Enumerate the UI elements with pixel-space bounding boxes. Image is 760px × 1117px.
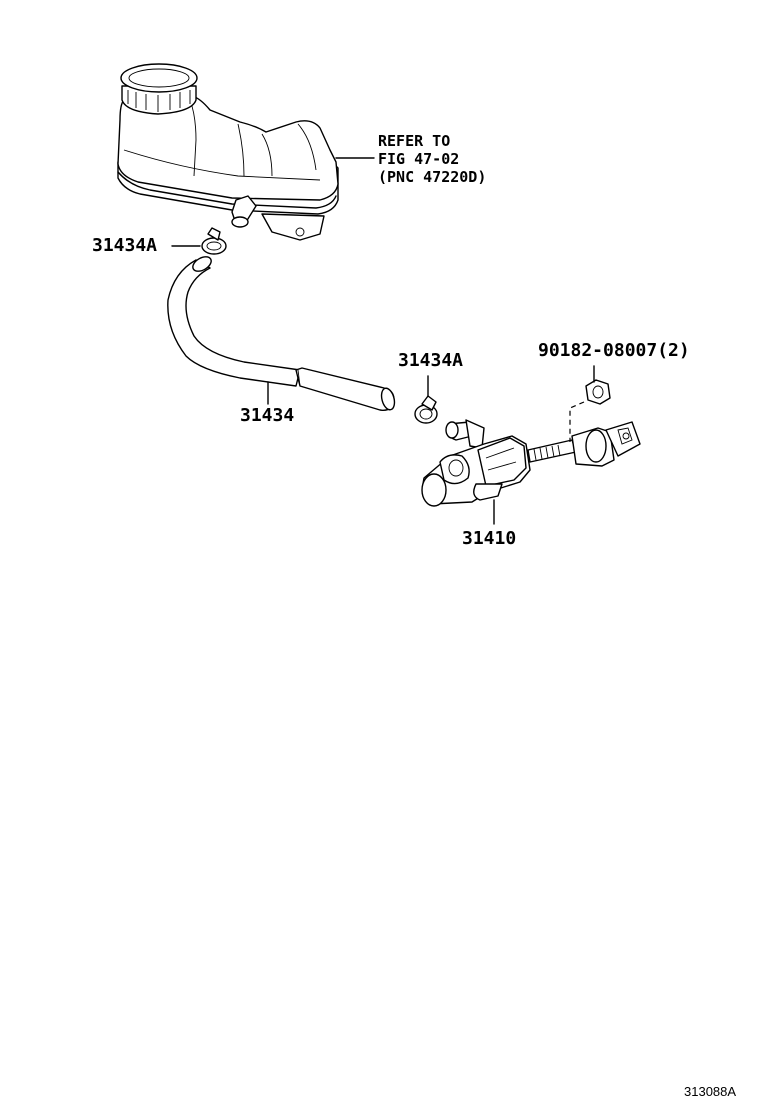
label-hose: 31434 bbox=[240, 405, 295, 426]
reference-note-line3: (PNC 47220D) bbox=[378, 168, 487, 186]
illustration-id: 313088A bbox=[684, 1084, 737, 1099]
label-clamp-upper: 31434A bbox=[92, 235, 158, 256]
hose bbox=[167, 256, 396, 411]
clutch-master-cylinder bbox=[421, 419, 641, 525]
nut bbox=[569, 365, 611, 442]
lower-clamp bbox=[414, 375, 438, 424]
upper-clamp bbox=[171, 227, 227, 255]
reference-note-line1: REFER TO bbox=[378, 132, 451, 150]
label-nut: 90182-08007(2) bbox=[538, 340, 690, 361]
reference-note-line2: FIG 47-02 bbox=[378, 150, 460, 168]
label-master-cylinder: 31410 bbox=[462, 528, 517, 549]
reference-note: REFER TO FIG 47-02 (PNC 47220D) bbox=[378, 132, 486, 186]
reservoir-tank bbox=[117, 63, 375, 241]
label-clamp-lower: 31434A bbox=[398, 350, 464, 371]
